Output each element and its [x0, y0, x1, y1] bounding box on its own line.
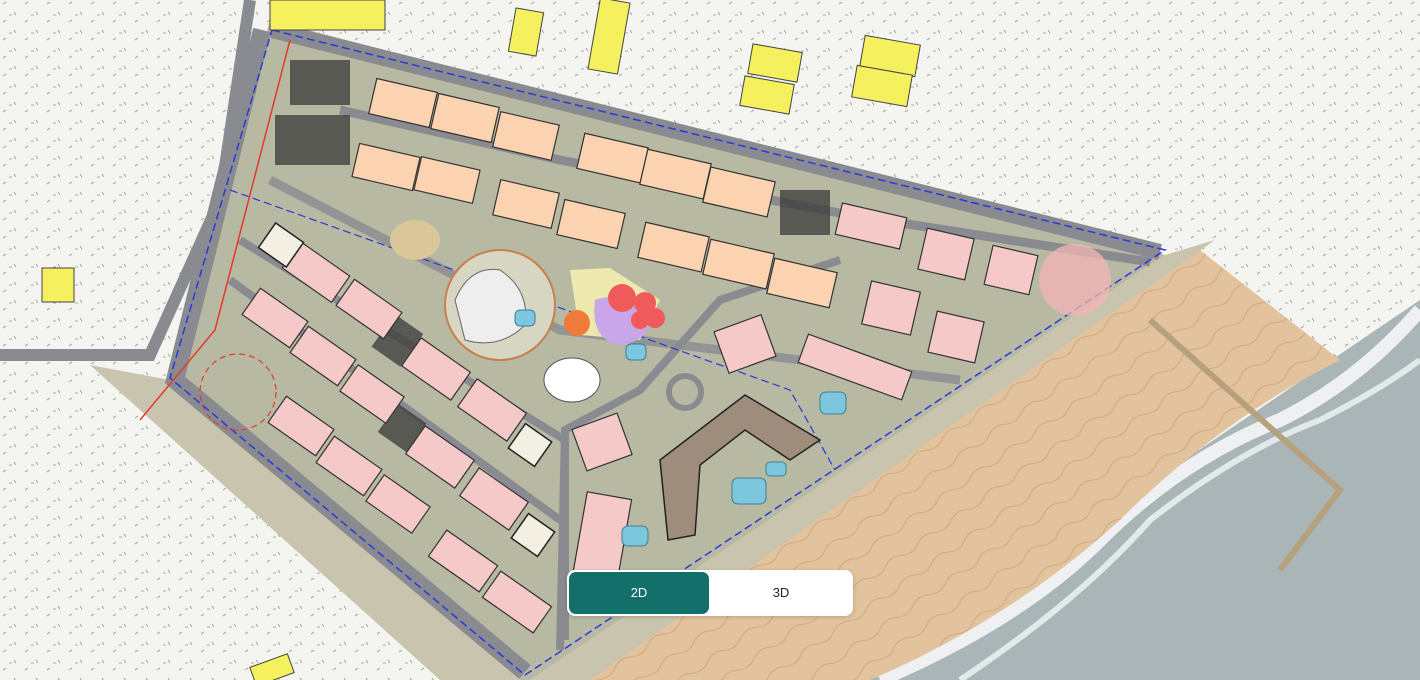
view-2d-button[interactable]: 2D	[569, 572, 709, 614]
pier	[1147, 317, 1345, 572]
red-line	[139, 39, 291, 421]
surf-line	[877, 305, 1420, 680]
perimeter-road-north	[270, 22, 1162, 260]
event-lawn	[543, 357, 601, 403]
park-plaza	[454, 268, 527, 344]
existing-road	[0, 0, 256, 361]
beach-club	[1039, 244, 1111, 316]
reserved-zone	[199, 353, 277, 431]
roundabout	[666, 373, 704, 411]
play-area	[564, 284, 665, 336]
hotel-building	[659, 394, 822, 541]
coastal-strip	[90, 365, 520, 680]
surf-foam	[958, 357, 1420, 680]
site-boundary	[169, 29, 1167, 676]
cottage-blocks	[241, 202, 1039, 634]
view-3d-button[interactable]: 3D	[711, 572, 851, 614]
service-buildings	[257, 221, 556, 558]
pools	[514, 309, 847, 547]
existing-buildings	[41, 0, 921, 680]
apartment-blocks	[351, 77, 838, 309]
view-mode-toggle: 2D 3D	[567, 570, 853, 616]
park-grove	[390, 220, 440, 260]
